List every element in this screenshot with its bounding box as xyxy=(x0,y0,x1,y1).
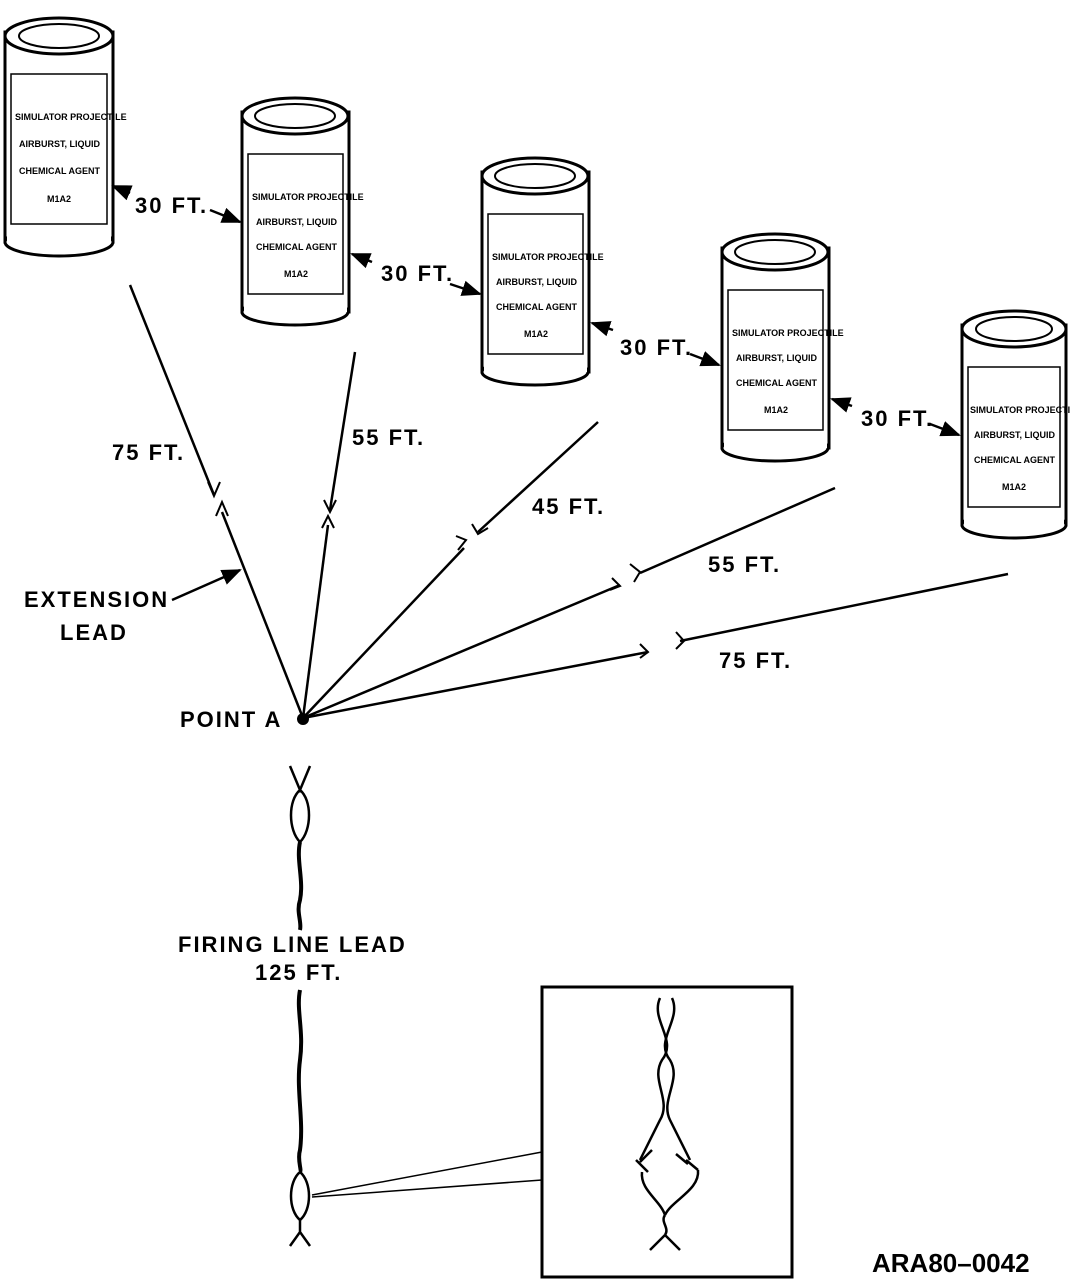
canister-1-line-2: AIRBURST, LIQUID xyxy=(19,139,101,149)
lead-length-5: 75 FT. xyxy=(719,648,792,673)
canister-1-line-1: SIMULATOR PROJECTILE xyxy=(15,112,127,122)
lead-length-3: 45 FT. xyxy=(532,494,605,519)
canister-3-line-3: CHEMICAL AGENT xyxy=(496,302,578,312)
canister-1-line-4: M1A2 xyxy=(47,194,71,204)
canister-2-line-3: CHEMICAL AGENT xyxy=(256,242,338,252)
extension-lead-pointer xyxy=(171,568,242,602)
canister-1-line-3: CHEMICAL AGENT xyxy=(19,166,101,176)
canister-3-line-1: SIMULATOR PROJECTILE xyxy=(492,252,604,262)
lead-length-1: 75 FT. xyxy=(112,440,185,465)
spacing-label-2: 30 FT. xyxy=(381,261,454,286)
canister-5-line-3: CHEMICAL AGENT xyxy=(974,455,1056,465)
splice-detail-inset xyxy=(311,985,794,1279)
extension-lead-label-1: EXTENSION xyxy=(24,587,169,612)
lead-2 xyxy=(328,351,357,511)
figure-id: ARA80–0042 xyxy=(872,1248,1030,1278)
spacing-label-4: 30 FT. xyxy=(861,406,934,431)
canister-2-line-2: AIRBURST, LIQUID xyxy=(256,217,338,227)
lead-4 xyxy=(639,486,836,575)
canister-2-line-1: SIMULATOR PROJECTILE xyxy=(252,192,364,202)
lead-5 xyxy=(679,572,1009,643)
canister-2-line-4: M1A2 xyxy=(284,269,308,279)
spacing-4: 30 FT. xyxy=(830,397,961,437)
point-a-dot xyxy=(297,713,309,725)
firing-line-lead xyxy=(288,765,312,1247)
canister-5-line-2: AIRBURST, LIQUID xyxy=(974,430,1056,440)
point-a-label: POINT A xyxy=(180,707,282,732)
spacing-label-1: 30 FT. xyxy=(135,193,208,218)
canister-5-line-4: M1A2 xyxy=(1002,482,1026,492)
canister-4-line-1: SIMULATOR PROJECTILE xyxy=(732,328,844,338)
extension-leads xyxy=(128,284,1009,720)
firing-line-label-1: FIRING LINE LEAD xyxy=(178,932,407,957)
canister-3: SIMULATOR PROJECTILE AIRBURST, LIQUID CH… xyxy=(480,156,604,387)
canister-5-line-1: SIMULATOR PROJECTILE xyxy=(970,405,1070,415)
lead-length-4: 55 FT. xyxy=(708,552,781,577)
canister-5: SIMULATOR PROJECTILE AIRBURST, LIQUID CH… xyxy=(960,309,1070,540)
lead-length-2: 55 FT. xyxy=(352,425,425,450)
spacing-2: 30 FT. xyxy=(350,252,482,296)
canister-4: SIMULATOR PROJECTILE AIRBURST, LIQUID CH… xyxy=(720,232,844,463)
spacing-label-3: 30 FT. xyxy=(620,335,693,360)
lead-3 xyxy=(477,421,599,533)
spacing-3: 30 FT. xyxy=(590,321,721,367)
canister-4-line-4: M1A2 xyxy=(764,405,788,415)
canister-1: SIMULATOR PROJECTILE AIRBURST, LIQUID CH… xyxy=(3,16,127,258)
spacing-1: 30 FT. xyxy=(111,184,242,224)
canister-4-line-2: AIRBURST, LIQUID xyxy=(736,353,818,363)
canister-2: SIMULATOR PROJECTILE AIRBURST, LIQUID CH… xyxy=(240,96,364,327)
lead-1 xyxy=(128,284,216,496)
canister-3-line-2: AIRBURST, LIQUID xyxy=(496,277,578,287)
firing-line-label-2: 125 FT. xyxy=(255,960,342,985)
canister-4-line-3: CHEMICAL AGENT xyxy=(736,378,818,388)
canister-3-line-4: M1A2 xyxy=(524,329,548,339)
extension-lead-label-2: LEAD xyxy=(60,620,128,645)
